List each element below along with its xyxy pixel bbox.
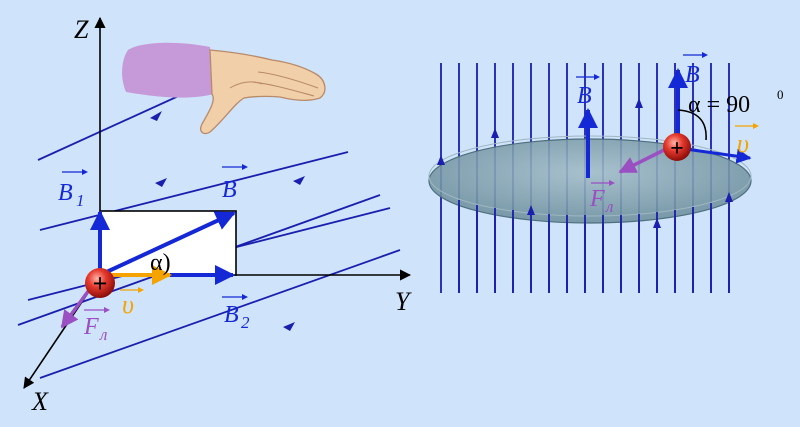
field-arrowhead xyxy=(293,176,305,185)
vector-lorentz-force-right xyxy=(618,148,665,174)
field-arrowhead xyxy=(653,218,661,228)
x-axis-label: X xyxy=(31,387,49,416)
charge-symbol-right: + xyxy=(670,136,684,162)
angle-90-label: α = 90 xyxy=(688,92,750,118)
label-velocity-text: υ xyxy=(122,290,134,319)
label-b-particle-text: B xyxy=(685,62,700,88)
label-b2-text: B xyxy=(224,302,239,328)
vector-b xyxy=(99,211,236,277)
field-arrowhead xyxy=(437,155,445,165)
charge-symbol: + xyxy=(93,269,108,298)
label-velocity-right-text: υ xyxy=(737,129,749,158)
field-arrowhead xyxy=(283,322,295,331)
hand-palm xyxy=(200,49,326,135)
label-force-right-text: F xyxy=(589,186,605,212)
hand-sleeve xyxy=(122,42,214,98)
positive-charge-right xyxy=(663,133,691,161)
field-arrowhead xyxy=(491,128,499,138)
field-arrowhead xyxy=(155,178,167,187)
label-force-right-subscript: л xyxy=(605,197,613,216)
label-force-right: F л xyxy=(589,180,615,216)
right-diagram: + B B α = 90 0 υ F л xyxy=(428,52,784,293)
right-angle-arc xyxy=(677,109,707,141)
thumb-crease xyxy=(229,81,263,89)
label-force-subscript: л xyxy=(99,325,107,344)
label-b-field: B xyxy=(576,74,600,109)
left-diagram: + Z Y X B 1 B B 2 υ xyxy=(17,15,412,416)
field-arrowhead xyxy=(635,98,643,108)
label-b-field-text: B xyxy=(577,83,592,109)
field-line-arrowheads xyxy=(150,111,305,331)
field-lines-front xyxy=(458,198,730,293)
label-b2: B 2 xyxy=(222,294,250,332)
label-angle-right: α = 90 0 xyxy=(688,87,784,118)
label-force-text: F xyxy=(83,314,99,340)
label-b-particle: B xyxy=(683,52,708,88)
angle-degree-mark: 0 xyxy=(777,87,784,102)
label-velocity-right: υ xyxy=(735,123,759,158)
left-hand-illustration xyxy=(122,42,326,135)
field-arrowhead xyxy=(527,205,535,215)
field-line xyxy=(39,249,401,379)
finger-crease xyxy=(257,71,319,89)
positive-charge xyxy=(85,268,115,298)
label-b1: B 1 xyxy=(58,169,88,210)
label-b1-text: B xyxy=(58,180,73,206)
label-b-text: B xyxy=(222,177,237,203)
field-arrowhead xyxy=(150,111,162,121)
y-axis-label: Y xyxy=(395,287,412,316)
label-velocity: υ xyxy=(120,287,144,319)
angle-alpha-label: α) xyxy=(150,250,171,276)
label-b1-subscript: 1 xyxy=(76,191,85,210)
z-axis-label: Z xyxy=(74,15,89,44)
label-b: B xyxy=(222,164,248,203)
field-arrowhead xyxy=(725,192,733,202)
label-b2-subscript: 2 xyxy=(241,313,250,332)
label-lorentz-force: F л xyxy=(83,307,110,344)
vertical-field-arrowheads xyxy=(437,98,733,228)
